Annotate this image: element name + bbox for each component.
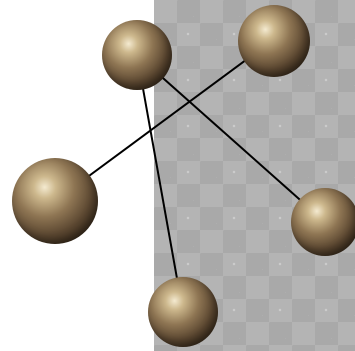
sphere-node-left[interactable] [12, 158, 98, 244]
link-top-left-to-right [137, 55, 325, 222]
sphere-node-bottom[interactable] [148, 277, 218, 347]
link-top-left-to-bottom [137, 55, 183, 312]
sphere-node-top-left[interactable] [102, 20, 172, 90]
sphere-node-top-right[interactable] [238, 5, 310, 77]
sphere-node-right[interactable] [291, 188, 355, 256]
